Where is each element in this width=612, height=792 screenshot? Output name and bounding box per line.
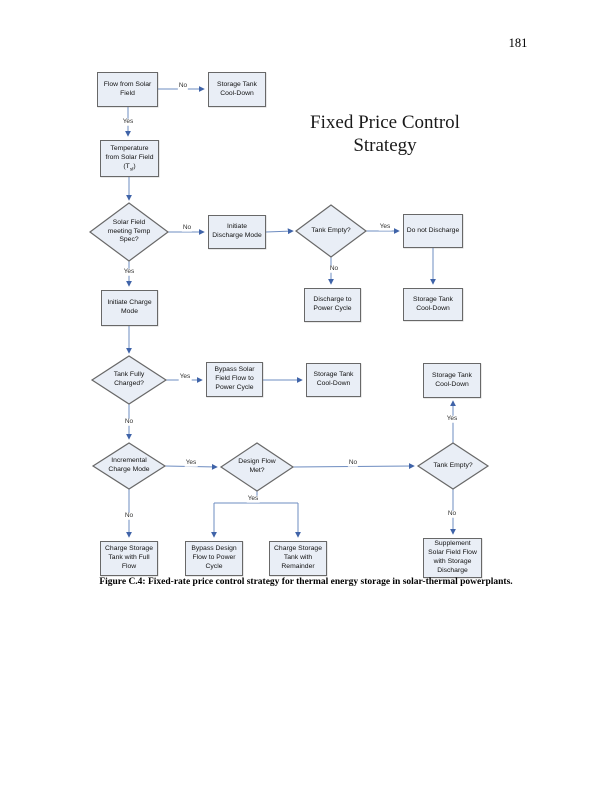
node-label: Storage Tank Cool-Down: [313, 371, 354, 387]
edge-label-no: No: [177, 81, 189, 90]
node-label: Do not Discharge: [406, 226, 460, 234]
edge-label-no: No: [181, 223, 193, 232]
edge-label-yes: Yes: [121, 117, 135, 126]
edge-label-yes: Yes: [445, 414, 459, 423]
node-temperature-from-solar-field: Temperature from Solar Field (Tsf): [100, 140, 159, 177]
node-storage-tank-cooldown-4: Storage Tank Cool-Down: [423, 363, 481, 398]
diagram-title-line2: Strategy: [353, 135, 417, 157]
edge-label-no: No: [123, 511, 135, 520]
node-discharge-to-power-cycle: Discharge to Power Cycle: [304, 288, 361, 322]
decision-diamonds: [88, 202, 490, 492]
node-storage-tank-cooldown-3: Storage Tank Cool-Down: [306, 363, 361, 397]
temperature-symbol: (Tsf): [123, 162, 136, 172]
edge-label-no: No: [328, 264, 340, 273]
node-label: Storage Tank Cool-Down: [413, 295, 453, 312]
node-charge-storage-tank-remainder: Charge Storage Tank with Remainder: [269, 541, 327, 576]
node-label: Initiate Charge Mode: [107, 299, 152, 315]
edge-label-no: No: [446, 509, 458, 518]
node-do-not-discharge: Do not Discharge: [403, 214, 463, 248]
label-design-flow-met: Design Flow Met?: [238, 458, 276, 474]
node-flow-from-solar-field: Flow from Solar Field: [97, 72, 158, 107]
node-bypass-design-flow: Bypass Design Flow to Power Cycle: [185, 541, 243, 576]
temperature-label-main: Temperature from Solar Field: [105, 145, 154, 161]
node-label: Storage Tank Cool-Down: [217, 80, 257, 97]
node-label: Temperature from Solar Field (Tsf): [103, 145, 156, 172]
edge-label-yes: Yes: [184, 458, 198, 467]
diamond-solar-field-meeting-temp-spec: [88, 202, 170, 262]
node-storage-tank-cooldown-2: Storage Tank Cool-Down: [403, 288, 463, 321]
node-label: Storage Tank Cool-Down: [432, 371, 472, 388]
diamond-incremental-charge-mode: [91, 442, 167, 490]
temperature-symbol-subscript: sf: [129, 166, 134, 172]
diagram-title-line1: Fixed Price Control: [310, 112, 460, 133]
diamond-tank-empty-2: [416, 442, 490, 490]
edge-label-no: No: [347, 458, 359, 467]
edge-label-yes: Yes: [378, 222, 392, 231]
node-label: Charge Storage Tank with Full Flow: [105, 545, 153, 570]
page-number: 181: [508, 36, 528, 50]
label-tank-fully-charged: Tank Fully Charged?: [113, 371, 145, 387]
node-label: Charge Storage Tank with Remainder: [274, 545, 322, 570]
edge-label-yes: Yes: [178, 372, 192, 381]
diamond-tank-empty-1: [294, 204, 368, 258]
label-tank-empty-2: Tank Empty?: [433, 461, 473, 469]
node-initiate-discharge-mode: Initiate Discharge Mode: [208, 215, 266, 249]
node-label: Flow from Solar Field: [103, 80, 152, 97]
node-storage-tank-cooldown-1: Storage Tank Cool-Down: [208, 72, 266, 107]
node-label: Bypass Solar Field Flow to Power Cycle: [214, 366, 255, 391]
node-charge-storage-tank-full-flow: Charge Storage Tank with Full Flow: [100, 541, 158, 576]
node-label: Supplement Solar Field Flow with Storage…: [428, 540, 477, 574]
label-tank-empty-1: Tank Empty?: [311, 226, 351, 234]
node-label: Initiate Discharge Mode: [212, 223, 262, 239]
label-solar-field-meeting-temp-spec: Solar Field meeting Temp Spec?: [107, 218, 151, 244]
node-supplement-solar-field-flow: Supplement Solar Field Flow with Storage…: [423, 538, 482, 578]
figure-caption: Figure C.4: Fixed-rate price control str…: [99, 577, 513, 587]
node-bypass-solar-field-flow: Bypass Solar Field Flow to Power Cycle: [206, 362, 263, 397]
edge-label-yes: Yes: [246, 494, 260, 503]
node-label: Discharge to Power Cycle: [313, 296, 352, 312]
diagram-title: Fixed Price Control Strategy: [285, 111, 485, 157]
edge-label-no: No: [123, 417, 135, 426]
diamond-tank-fully-charged: [90, 355, 168, 405]
label-incremental-charge-mode: Incremental Charge Mode: [108, 457, 150, 473]
node-label: Bypass Design Flow to Power Cycle: [191, 545, 237, 570]
node-initiate-charge-mode: Initiate Charge Mode: [101, 290, 158, 326]
edge-label-yes: Yes: [122, 267, 136, 276]
diamond-design-flow-met: [219, 442, 295, 492]
